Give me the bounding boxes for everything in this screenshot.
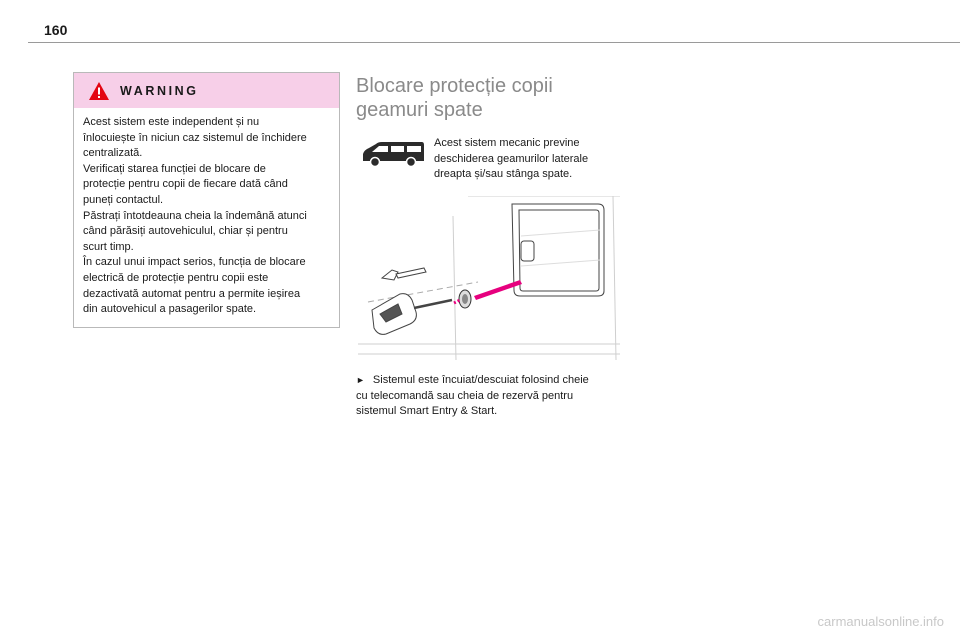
spare-key: [380, 267, 427, 281]
magenta-arrow: [474, 280, 522, 300]
intro-line: dreapta și/sau stânga spate.: [434, 168, 573, 181]
warning-line: Verificați starea funcției de blocare de: [83, 162, 266, 175]
rear-window: [511, 203, 605, 297]
step-arrow-icon: ►: [356, 375, 365, 385]
warning-line: dezactivată automat pentru a permite ieș…: [83, 287, 301, 300]
window-latch: [520, 240, 535, 262]
step-line: sistemul Smart Entry & Start.: [356, 405, 498, 418]
section-title-line: geamuri spate: [356, 99, 483, 121]
intro-text: Acest sistem mecanic previne deschiderea…: [434, 136, 624, 183]
warning-line: din autovehicul a pasagerilor spate.: [83, 303, 257, 316]
door-panel: [358, 196, 620, 360]
intro-line: deschiderea geamurilor laterale: [434, 152, 589, 165]
warning-line: electrică de protecție pentru copii este: [83, 271, 269, 284]
guide-line: [367, 281, 479, 303]
warning-box: WARNING Acest sistem este independent și…: [73, 72, 340, 328]
warning-triangle-icon: [89, 81, 109, 100]
warning-line: Păstrați întotdeauna cheia la îndemână a…: [83, 209, 307, 222]
warning-line: centralizată.: [83, 147, 143, 160]
header-rule: [28, 42, 960, 43]
warning-line: protecție pentru copii de fiecare dată c…: [83, 178, 288, 191]
warning-line: înlocuiește în niciun caz sistemul de în…: [83, 131, 307, 144]
van-icon: [363, 142, 424, 168]
warning-title: WARNING: [120, 83, 199, 98]
warning-line: În cazul unui impact serios, funcția de …: [83, 256, 306, 269]
page-number: 160: [44, 22, 68, 38]
watermark: carmanualsonline.info: [817, 614, 944, 629]
warning-text: Acest sistem este independent și nu înlo…: [74, 108, 339, 318]
step-line: cu telecomandă sau cheia de rezervă pent…: [356, 389, 574, 402]
warning-line: Acest sistem este independent și nu: [83, 116, 260, 128]
intro-line: Acest sistem mecanic previne: [434, 137, 580, 149]
child-lock-illustration: [358, 196, 620, 360]
warning-line: când părăsiți autovehiculul, chiar și pe…: [83, 225, 288, 238]
warning-line: puneți contactul.: [83, 193, 164, 206]
section-title: Blocare protecție copii geamuri spate: [356, 74, 553, 122]
section-title-line: Blocare protecție copii: [356, 75, 553, 97]
step-text: ► Sistemul este încuiat/descuiat folosind…: [356, 373, 626, 420]
warning-line: scurt timp.: [83, 240, 134, 253]
remote-key-fob: [371, 293, 453, 335]
step-line: Sistemul este încuiat/descuiat folosind …: [372, 374, 589, 386]
warning-header: WARNING: [74, 73, 339, 108]
